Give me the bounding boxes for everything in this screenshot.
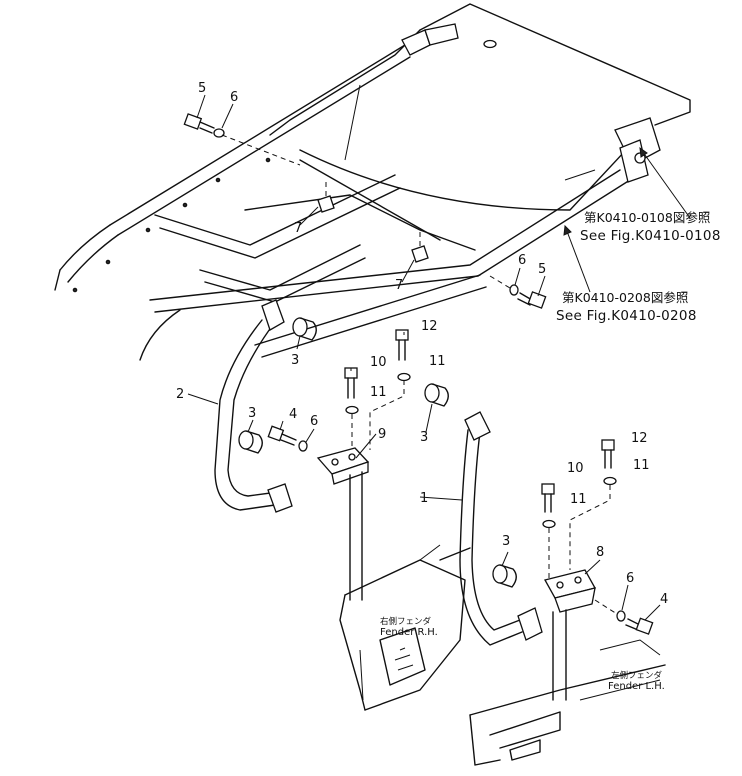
washer-6-right bbox=[509, 284, 519, 296]
callout-11-right-upper: 11 bbox=[633, 458, 650, 473]
bolt-4-left bbox=[267, 425, 297, 446]
callout-12-center: 12 bbox=[421, 319, 438, 334]
bolt-12-right bbox=[601, 439, 615, 469]
callout-10-center: 10 bbox=[370, 355, 387, 370]
callout-6-top: 6 bbox=[230, 90, 238, 105]
callout-6-left: 6 bbox=[310, 414, 318, 429]
washer-11-right-lower bbox=[542, 519, 556, 529]
callout-1: 1 bbox=[420, 491, 428, 506]
ref-1-jp: 第K0410-0108図参照 bbox=[584, 210, 710, 225]
front-clamp bbox=[614, 117, 661, 183]
rear-clamp bbox=[401, 23, 459, 56]
callout-2: 2 bbox=[176, 387, 184, 402]
bolt-10-right bbox=[541, 483, 555, 513]
washer-6-right-lower bbox=[616, 610, 626, 622]
fender-lh-jp: 左側フェンダ bbox=[611, 670, 663, 681]
fender-rh bbox=[339, 544, 471, 711]
callout-3-upper-right: 3 bbox=[420, 430, 428, 445]
ref-2-en: See Fig.K0410-0208 bbox=[556, 308, 697, 324]
fender-rh-en: Fender R.H. bbox=[380, 627, 438, 638]
callout-labels: 5 6 7 7 6 5 3 2 3 4 6 9 10 11 12 11 3 1 … bbox=[176, 81, 668, 607]
main-frame bbox=[54, 37, 631, 361]
collar-3-lower-left bbox=[238, 430, 263, 454]
leader-lines bbox=[187, 94, 691, 621]
bracket-8 bbox=[544, 569, 596, 701]
callout-11-center-left: 11 bbox=[370, 385, 387, 400]
fender-lh bbox=[469, 639, 666, 766]
callout-3-lower-right: 3 bbox=[502, 534, 510, 549]
washer-11-right-upper bbox=[603, 476, 617, 486]
callout-6-right-lower: 6 bbox=[626, 571, 634, 586]
callout-4-right: 4 bbox=[660, 592, 668, 607]
callout-8: 8 bbox=[596, 545, 604, 560]
washer-6-left bbox=[298, 440, 308, 452]
callout-5-right: 5 bbox=[538, 262, 546, 277]
bolt-10-center bbox=[344, 367, 358, 399]
washer-11-center-right bbox=[397, 372, 411, 382]
handrail-1 bbox=[459, 411, 543, 646]
collar-3-lower-right bbox=[492, 564, 517, 588]
ref-2-jp: 第K0410-0208図参照 bbox=[562, 290, 688, 305]
bolt-5-top bbox=[183, 113, 215, 134]
handrail-2 bbox=[214, 299, 293, 513]
fender-rh-jp: 右側フェンダ bbox=[380, 616, 432, 627]
callout-7-left: 7 bbox=[294, 221, 302, 236]
callout-3-upper-left: 3 bbox=[291, 353, 299, 368]
bolt-5-right bbox=[517, 291, 547, 309]
callout-6-right: 6 bbox=[518, 253, 526, 268]
callout-9: 9 bbox=[378, 427, 386, 442]
callout-4-left: 4 bbox=[289, 407, 297, 422]
callout-11-center-right: 11 bbox=[429, 354, 446, 369]
bolt-12-center bbox=[395, 329, 409, 361]
fender-labels: 右側フェンダ Fender R.H. 左側フェンダ Fender L.H. bbox=[380, 616, 665, 692]
washer-6-top bbox=[213, 128, 225, 138]
collar-3-upper-right bbox=[424, 383, 449, 407]
nut-7-right bbox=[411, 245, 429, 263]
callout-7-right: 7 bbox=[395, 278, 403, 293]
ref-arrow-heads bbox=[563, 146, 648, 236]
figure-references: 第K0410-0108図参照 See Fig.K0410-0108 第K0410… bbox=[556, 210, 721, 324]
callout-10-right: 10 bbox=[567, 461, 584, 476]
nut-7-left bbox=[317, 195, 335, 213]
callout-3-lower-left: 3 bbox=[248, 406, 256, 421]
bolt-4-right bbox=[625, 617, 654, 635]
callout-12-right: 12 bbox=[631, 431, 648, 446]
ref-1-en: See Fig.K0410-0108 bbox=[580, 228, 721, 244]
collar-3-upper-left bbox=[292, 317, 317, 341]
fender-lh-en: Fender L.H. bbox=[608, 681, 665, 692]
washer-11-center-left bbox=[345, 405, 359, 415]
callout-5-top: 5 bbox=[198, 81, 206, 96]
callout-11-right-lower: 11 bbox=[570, 492, 587, 507]
bracket-9 bbox=[316, 447, 370, 601]
